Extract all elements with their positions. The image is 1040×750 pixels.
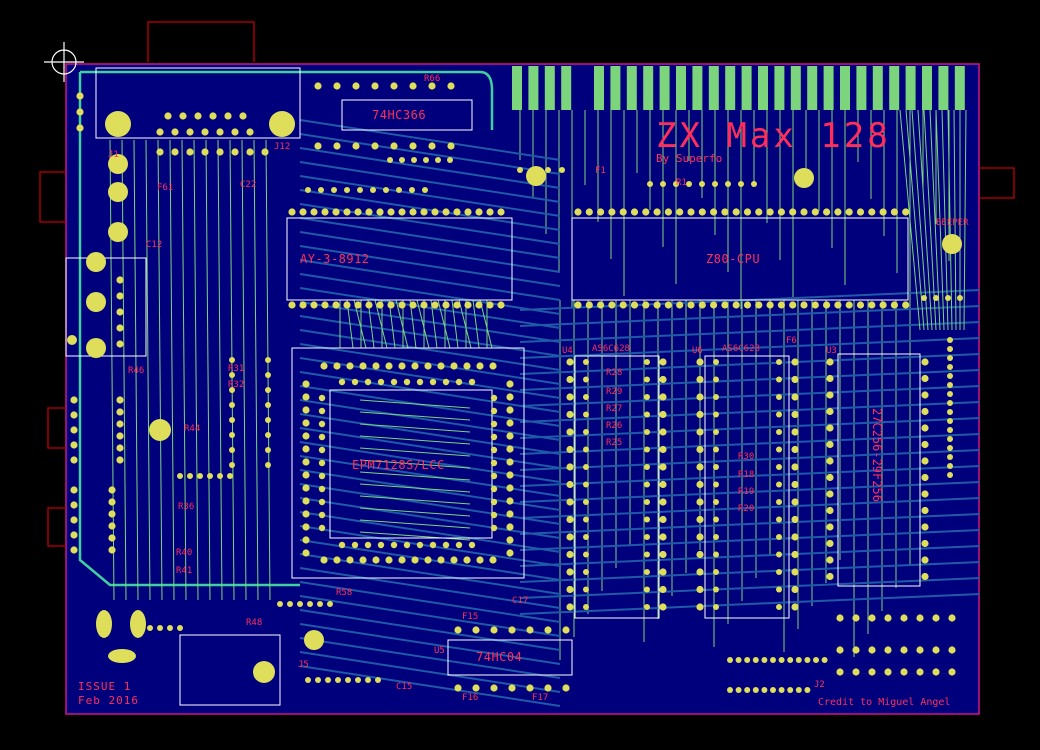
chip-outlines bbox=[65, 67, 921, 706]
ground-plane-outline bbox=[78, 70, 494, 587]
component-pads bbox=[67, 82, 963, 693]
edge-connector-fingers bbox=[512, 66, 965, 110]
crosshair-origin-icon bbox=[44, 42, 84, 82]
connector-outlines bbox=[39, 21, 1015, 547]
